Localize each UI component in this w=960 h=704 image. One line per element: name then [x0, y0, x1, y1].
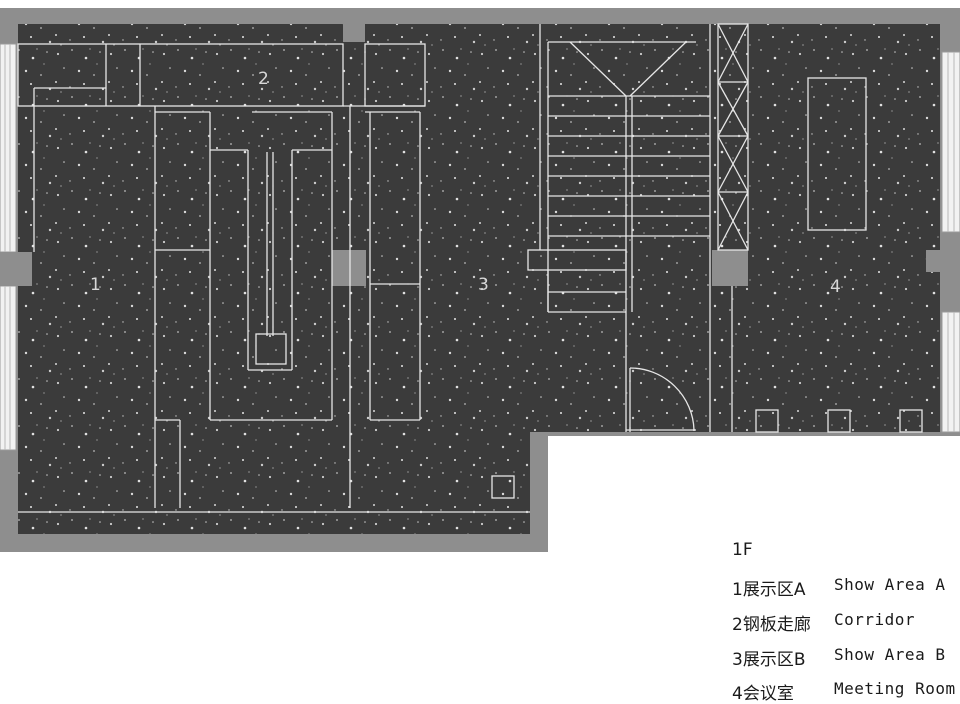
legend-item-en: Meeting Room	[834, 679, 956, 698]
plan-lines	[17, 23, 923, 513]
legend-floor-label: 1F	[732, 540, 753, 560]
room-number-2: 2	[258, 69, 269, 89]
floor-left-block	[18, 24, 343, 534]
legend-item-cn: 2钢板走廊	[732, 615, 811, 635]
floor-connector-lower	[343, 286, 365, 534]
legend-item-cn: 3展示区B	[732, 650, 806, 670]
legend-item-en: Show Area A	[834, 575, 946, 594]
floor-connector	[343, 42, 365, 250]
legend-item-en: Corridor	[834, 610, 916, 629]
columns	[0, 250, 960, 286]
floor-plan: 1 2 3 4	[0, 8, 960, 552]
room-number-4: 4	[830, 277, 841, 297]
legend-item-cn: 1展示区A	[732, 580, 806, 600]
right-windows	[941, 51, 960, 433]
room-number-1: 1	[90, 275, 101, 295]
legend-item-cn: 4会议室	[732, 684, 794, 704]
legend-item-en: Show Area B	[834, 645, 946, 664]
floor-right-block	[365, 24, 940, 534]
room-number-3: 3	[478, 275, 489, 295]
window-mullions	[4, 44, 955, 450]
left-windows	[0, 43, 17, 451]
